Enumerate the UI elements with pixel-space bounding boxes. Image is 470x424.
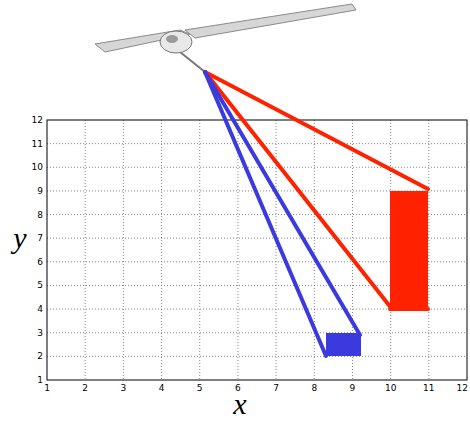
y-tick-label: 7 — [37, 233, 43, 243]
x-tick-label: 1 — [44, 383, 50, 393]
grid-line — [47, 356, 467, 357]
y-tick-label: 3 — [37, 328, 43, 338]
red-sightlines — [205, 72, 428, 309]
blue-line — [205, 72, 360, 335]
x-tick-label: 9 — [350, 383, 356, 393]
right-wing — [185, 4, 356, 38]
y-tick-label: 5 — [37, 280, 43, 290]
red-line — [205, 72, 392, 309]
grid-line — [47, 143, 467, 144]
plane — [95, 4, 356, 72]
x-tick-label: 7 — [273, 383, 279, 393]
y-tick-label: 9 — [37, 186, 43, 196]
blue-sightlines — [205, 72, 360, 356]
blue-line — [205, 72, 326, 356]
red-line — [390, 307, 428, 311]
grid-line — [161, 120, 162, 380]
grid-line — [237, 120, 238, 380]
y-tick-label: 4 — [37, 304, 43, 314]
y-tick-label: 6 — [37, 257, 43, 267]
grid-line — [47, 167, 467, 168]
y-tick-label: 11 — [32, 139, 43, 149]
red-target — [390, 191, 428, 309]
x-tick-label: 12 — [457, 383, 468, 393]
x-tick-label: 4 — [159, 383, 165, 393]
x-tick-label: 5 — [197, 383, 203, 393]
x-tick-label: 3 — [120, 383, 126, 393]
grid-line — [47, 309, 467, 310]
grid-line — [47, 332, 467, 333]
axis-label: x — [233, 389, 246, 419]
grid-line — [123, 120, 124, 380]
x-tick-label: 10 — [385, 383, 396, 393]
y-tick-label: 1 — [37, 375, 43, 385]
grid-line — [314, 120, 315, 380]
axis-label: y — [13, 223, 26, 253]
y-tick-label: 8 — [37, 210, 43, 220]
y-tick-label: 2 — [37, 351, 43, 361]
grid-line — [199, 120, 200, 380]
canopy — [166, 35, 178, 43]
grid-line — [85, 120, 86, 380]
y-tick-label: 10 — [32, 162, 43, 172]
grid-line — [428, 120, 429, 380]
x-tick-label: 11 — [423, 383, 434, 393]
fuselage — [160, 31, 192, 53]
x-tick-label: 8 — [311, 383, 317, 393]
y-tick-label: 12 — [32, 115, 43, 125]
blue-target — [326, 333, 361, 356]
x-tick-label: 2 — [82, 383, 88, 393]
